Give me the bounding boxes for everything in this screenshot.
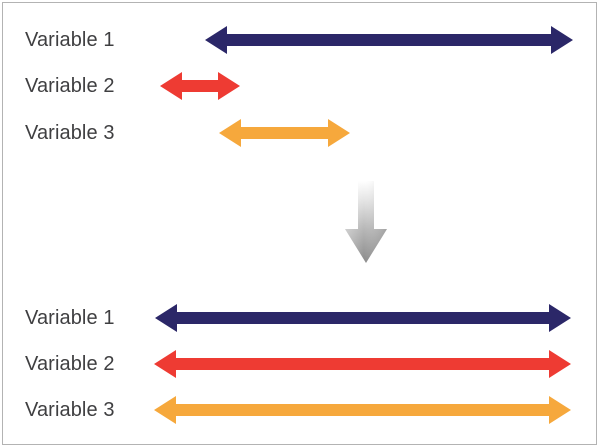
bottom-variable-3-label: Variable 3 xyxy=(25,399,115,421)
bottom-variable-2-arrow xyxy=(154,350,571,378)
top-variable-1-label: Variable 1 xyxy=(25,29,115,51)
bottom-variable-2-label: Variable 2 xyxy=(25,353,115,375)
top-variable-3-arrow xyxy=(219,119,350,147)
top-variable-2-arrow xyxy=(160,72,240,100)
bottom-variable-3-arrow xyxy=(154,396,571,424)
bottom-variable-1-arrow xyxy=(155,304,571,332)
top-variable-3-label: Variable 3 xyxy=(25,122,115,144)
top-variable-2-label: Variable 2 xyxy=(25,75,115,97)
bottom-variable-1-label: Variable 1 xyxy=(25,307,115,329)
top-variable-1-arrow xyxy=(205,26,573,54)
transition-down-arrow xyxy=(345,181,387,263)
